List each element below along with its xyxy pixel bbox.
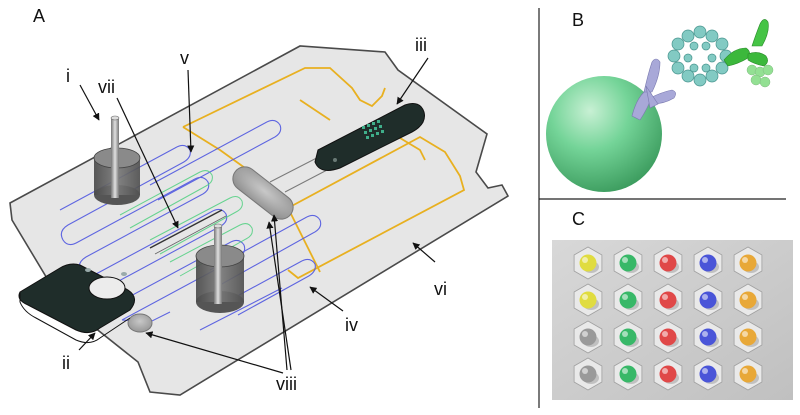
bead-blue — [699, 365, 717, 383]
capture-bead — [546, 76, 662, 192]
bead-green — [619, 328, 637, 346]
pill-chamber-bottom — [127, 313, 153, 333]
panel-a-chip: i vii v iii iv vi ii viii A — [9, 6, 510, 396]
bead-orange — [739, 365, 757, 383]
bead-well — [653, 246, 683, 280]
bead-blue — [699, 291, 717, 309]
callout-vii: vii — [98, 77, 115, 97]
bead-well — [693, 357, 723, 391]
green-channel — [119, 170, 253, 277]
bead-red — [659, 254, 677, 272]
bead-yellow — [579, 254, 597, 272]
callout-iii: iii — [415, 35, 427, 55]
bead-blue — [699, 254, 717, 272]
bead-well — [613, 246, 643, 280]
reservoir-center — [195, 223, 245, 313]
bead-green — [619, 291, 637, 309]
bead-well — [613, 283, 643, 317]
bead-well — [653, 357, 683, 391]
bead-well — [573, 320, 603, 354]
callout-ii: ii — [62, 353, 70, 373]
bead-orange — [739, 291, 757, 309]
callout-viii: viii — [276, 374, 297, 394]
sensor-connector — [314, 103, 425, 171]
bead-red — [659, 291, 677, 309]
bead-well-grid — [573, 246, 763, 391]
panel-c-bead-array: C — [552, 209, 793, 400]
bead-green — [619, 365, 637, 383]
capture-antibody — [631, 58, 676, 121]
inlet-connector — [18, 263, 135, 344]
panel-dividers — [538, 8, 786, 408]
bead-gray — [579, 328, 597, 346]
bead-well — [693, 246, 723, 280]
bead-well — [653, 320, 683, 354]
target-protein — [667, 25, 733, 87]
bead-well — [733, 357, 763, 391]
panel-label-b: B — [572, 10, 584, 30]
bead-well — [573, 246, 603, 280]
pill-chamber-top — [232, 166, 294, 220]
panel-label-a: A — [33, 6, 45, 26]
serpentine-channel — [59, 119, 322, 331]
bead-well — [733, 283, 763, 317]
detection-channel — [149, 209, 223, 249]
callout-iv: iv — [345, 315, 358, 335]
bead-well — [693, 283, 723, 317]
bead-blue — [699, 328, 717, 346]
bead-well — [733, 320, 763, 354]
bead-red — [659, 328, 677, 346]
bead-well — [693, 320, 723, 354]
bead-gray — [579, 365, 597, 383]
bead-well — [573, 357, 603, 391]
panel-b-bead-assay: B — [546, 10, 774, 192]
callout-i: i — [66, 66, 70, 86]
bead-well — [613, 357, 643, 391]
bead-red — [659, 365, 677, 383]
gold-electrode — [182, 67, 466, 280]
bead-well — [733, 246, 763, 280]
panel-label-c: C — [572, 209, 585, 229]
bead-orange — [739, 254, 757, 272]
bead-green — [619, 254, 637, 272]
reservoir-left — [93, 115, 141, 205]
callout-arrows — [78, 57, 436, 374]
bead-orange — [739, 328, 757, 346]
detection-antibody — [723, 19, 774, 88]
bead-well — [613, 320, 643, 354]
bead-yellow — [579, 291, 597, 309]
bead-well — [573, 283, 603, 317]
bead-well — [653, 283, 683, 317]
callout-v: v — [180, 48, 189, 68]
callout-vi: vi — [434, 279, 447, 299]
